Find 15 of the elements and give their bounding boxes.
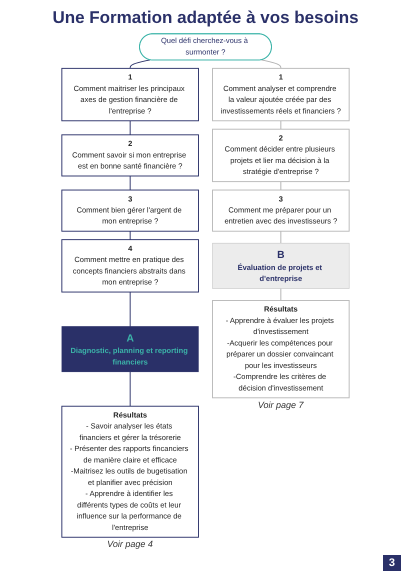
page-number: 3 [388, 557, 395, 569]
connector [130, 292, 131, 327]
connector [280, 120, 282, 130]
connector [130, 120, 131, 136]
connector [260, 59, 282, 69]
connector [130, 371, 131, 407]
connector [280, 230, 282, 244]
connector [130, 59, 151, 69]
connector [280, 288, 282, 301]
page-reference: Voir page 7 [258, 400, 304, 410]
page-title: Une Formation adaptée à vos besoins [52, 8, 359, 28]
connector [280, 181, 282, 190]
page-reference: Voir page 4 [107, 539, 153, 550]
connector [130, 176, 131, 190]
connector [130, 230, 131, 240]
